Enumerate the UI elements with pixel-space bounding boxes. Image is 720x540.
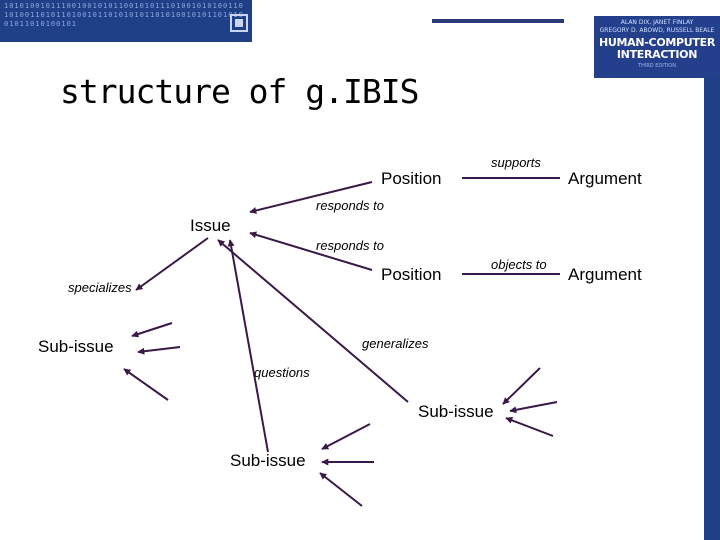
edge-label-responds-to-1: responds to — [316, 198, 384, 213]
subissue-right-arrow-3 — [506, 418, 553, 436]
node-position-top: Position — [381, 169, 441, 189]
subissue-left-arrow-1 — [132, 323, 172, 336]
edge-label-specializes: specializes — [68, 280, 132, 295]
node-position-mid: Position — [381, 265, 441, 285]
edge-label-responds-to-2: responds to — [316, 238, 384, 253]
node-argument-mid: Argument — [568, 265, 642, 285]
node-argument-top: Argument — [568, 169, 642, 189]
subissue-bottom-arrow-1 — [322, 424, 370, 449]
subissue-left-arrow-2 — [138, 347, 180, 352]
node-subissue-bottom: Sub-issue — [230, 451, 306, 471]
node-issue: Issue — [190, 216, 231, 236]
edge-label-questions: questions — [254, 365, 310, 380]
edge-questions — [230, 240, 268, 452]
subissue-right-arrow-2 — [510, 402, 557, 411]
edge-label-supports: supports — [491, 155, 541, 170]
subissue-right-arrow-1 — [503, 368, 540, 404]
node-subissue-left: Sub-issue — [38, 337, 114, 357]
subissue-bottom-arrow-3 — [320, 473, 362, 506]
subissue-left-arrow-3 — [124, 369, 168, 400]
edge-generalizes — [218, 240, 408, 402]
edge-label-objects-to: objects to — [491, 257, 547, 272]
node-subissue-right: Sub-issue — [418, 402, 494, 422]
edge-specializes — [136, 238, 208, 290]
edge-label-generalizes: generalizes — [362, 336, 429, 351]
